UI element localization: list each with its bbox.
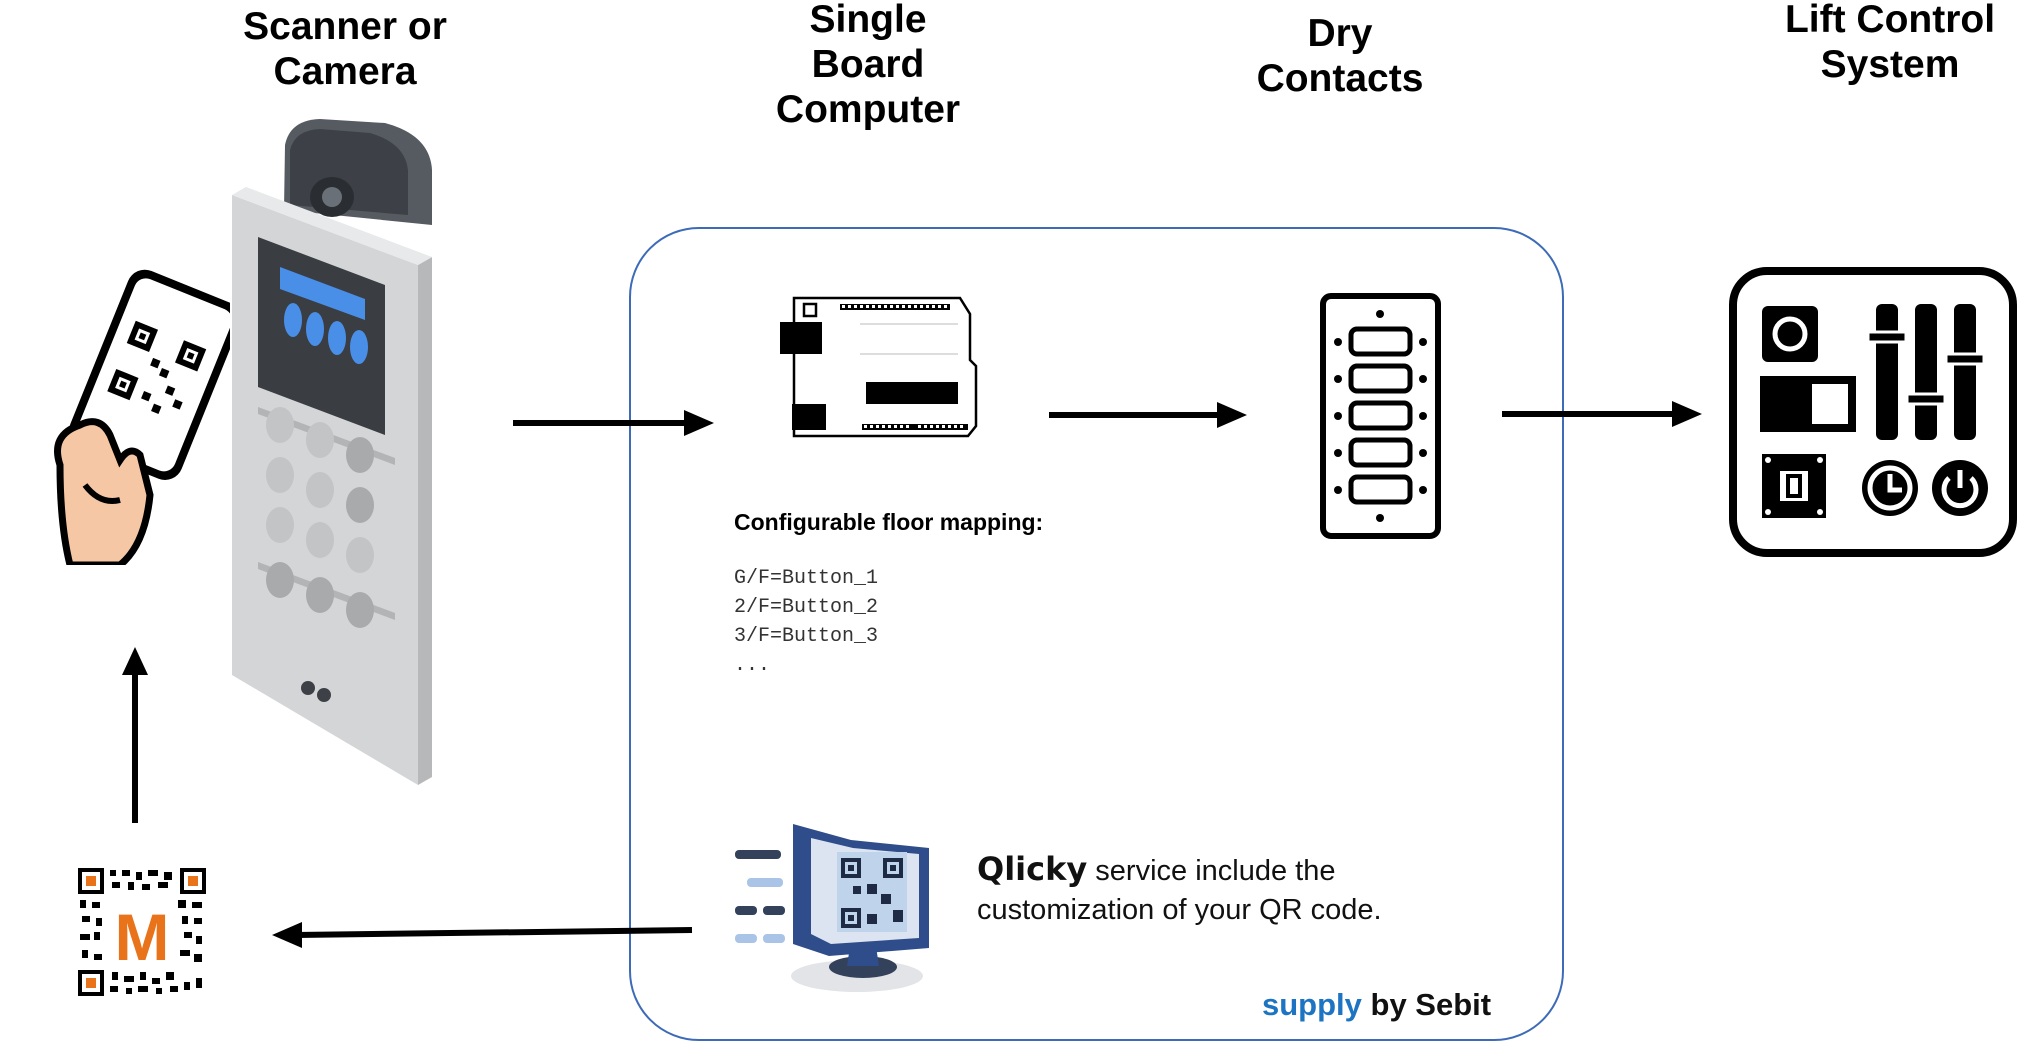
- promo-text-part2: customization of your QR code.: [977, 894, 1382, 926]
- heading-sbc-line-3: Computer: [775, 88, 961, 131]
- promo-text: Qlicky service include the customization…: [977, 850, 1497, 930]
- heading-single-board-computer: Single Board Computer: [733, 0, 1003, 132]
- mapping-line-4: ...: [734, 654, 771, 677]
- lift-control-system-icon: [1729, 267, 2017, 557]
- heading-lift-control-system: Lift Control System: [1740, 0, 2019, 87]
- heading-dry-line-2: Contacts: [1256, 57, 1424, 100]
- supply-signature: supply by Sebit: [1262, 987, 1491, 1023]
- arrow-contacts-to-lift: [1502, 401, 1702, 427]
- promo-text-part1: service include the: [1087, 855, 1336, 887]
- dry-contacts-icon: [1320, 293, 1441, 539]
- signature-accent: supply: [1262, 987, 1362, 1022]
- mapping-line-2: 2/F=Button_2: [734, 596, 879, 619]
- heading-sbc-line-2: Board: [811, 43, 925, 86]
- heading-lift-line-2: System: [1820, 43, 1960, 86]
- single-board-computer-icon: [780, 296, 978, 438]
- arrow-sbc-to-contacts: [1049, 402, 1247, 428]
- intercom-scanner-icon: [232, 119, 432, 785]
- system-panel: [629, 227, 1564, 1041]
- heading-sbc-line-1: Single: [809, 0, 927, 41]
- heading-lift-line-1: Lift Control: [1784, 0, 1996, 41]
- heading-scanner: Scanner or Camera: [210, 4, 480, 94]
- heading-scanner-line-2: Camera: [273, 50, 417, 93]
- arrow-monitor-to-qr: [272, 922, 693, 948]
- mapping-line-3: 3/F=Button_3: [734, 625, 879, 648]
- heading-dry-line-1: Dry: [1307, 12, 1373, 55]
- heading-scanner-line-1: Scanner or: [243, 5, 447, 48]
- branded-qr-code-icon: M: [78, 868, 206, 996]
- mapping-line-1: G/F=Button_1: [734, 567, 879, 590]
- qr-monitor-icon: [735, 824, 929, 992]
- heading-dry-contacts: Dry Contacts: [1205, 11, 1475, 101]
- qr-code-letter: M: [115, 900, 170, 974]
- arrow-qr-to-scanner: [122, 647, 148, 823]
- signature-rest: by Sebit: [1361, 987, 1492, 1022]
- promo-brand: Qlicky: [977, 850, 1088, 888]
- mapping-title: Configurable floor mapping:: [734, 509, 1044, 535]
- hand-phone-qr-icon: [54, 269, 230, 565]
- arrow-scanner-to-sbc: [513, 410, 714, 436]
